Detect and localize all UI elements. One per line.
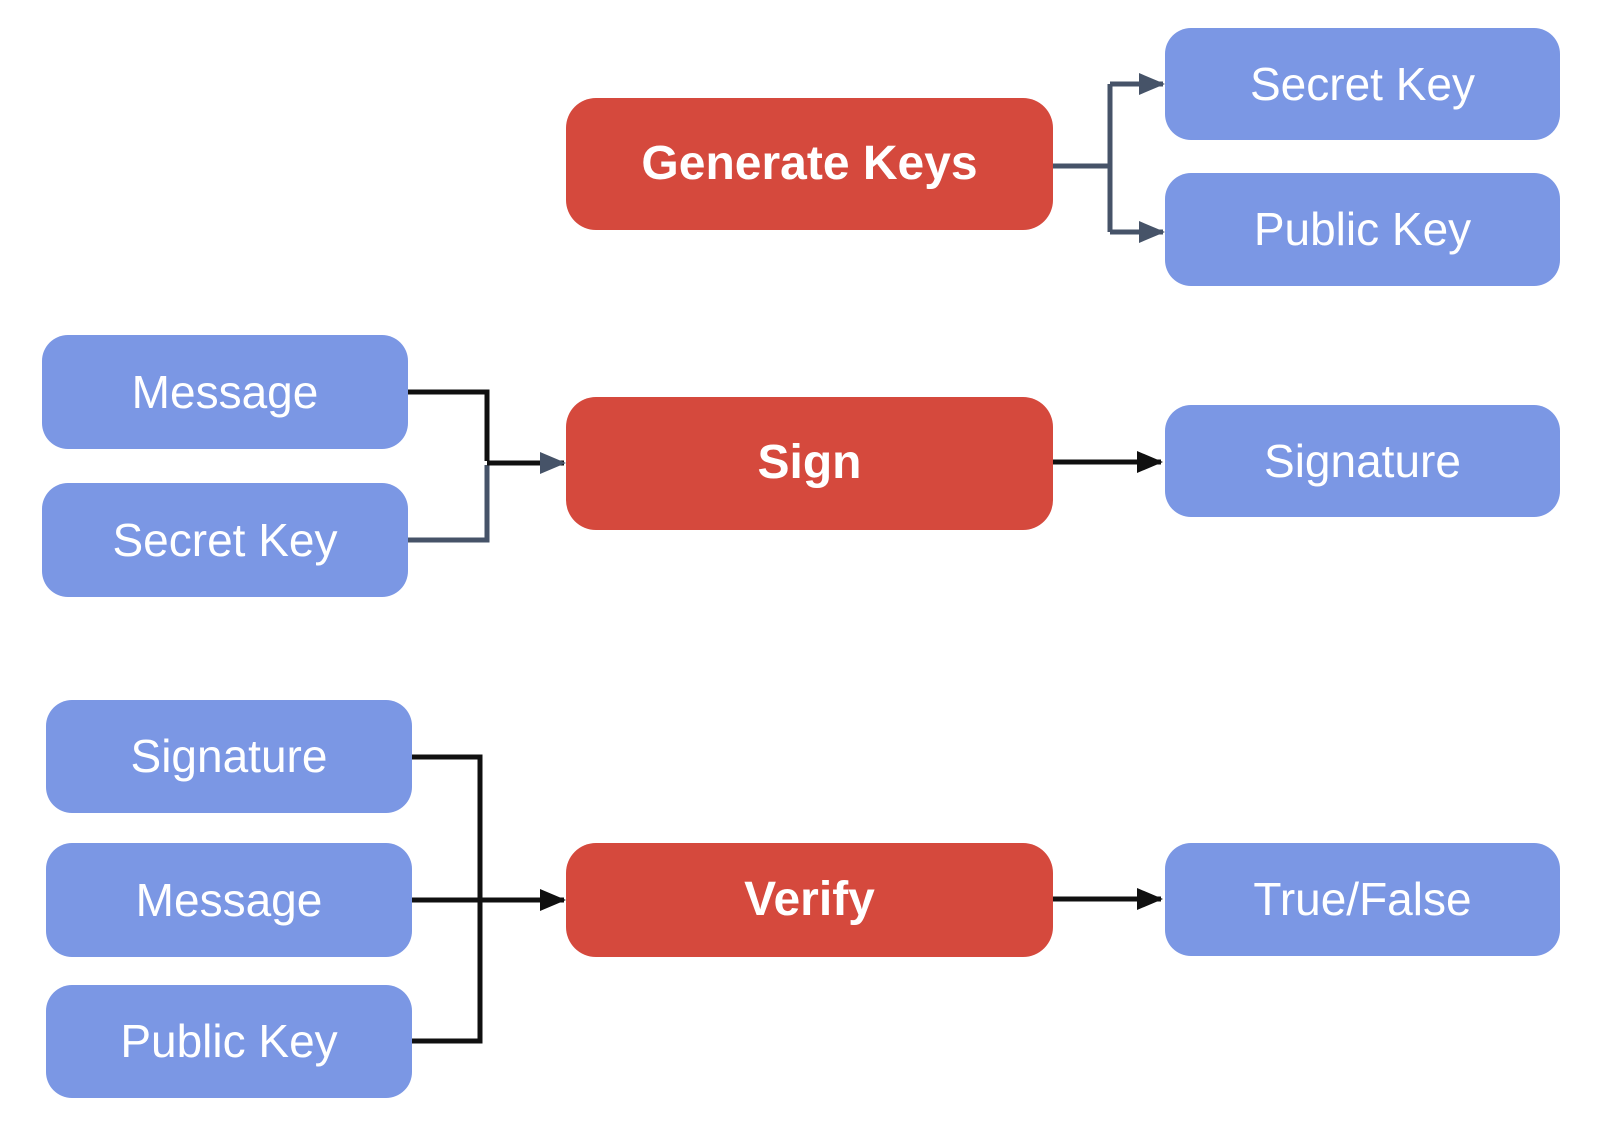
node-verify-label: Verify (744, 872, 875, 926)
node-public-key-verify-input: Public Key (46, 985, 412, 1098)
node-message-verify-input: Message (46, 843, 412, 957)
node-signature-verify-input: Signature (46, 700, 412, 813)
node-verify: Verify (566, 843, 1053, 957)
node-message-sign-input: Message (42, 335, 408, 449)
node-secret-key-sign-input: Secret Key (42, 483, 408, 597)
edge-message-to-sign-elbow (408, 389, 490, 461)
edge-secret-key-to-sign-elbow (408, 465, 490, 543)
node-secret-key-output: Secret Key (1165, 28, 1560, 140)
node-public-key-output-label: Public Key (1253, 203, 1472, 256)
node-true-false-label: True/False (1253, 873, 1472, 926)
node-signature-verify-input-label: Signature (130, 730, 328, 783)
node-generate-keys-label: Generate Keys (641, 136, 978, 190)
node-secret-key-sign-input-label: Secret Key (112, 513, 338, 566)
node-generate-keys: Generate Keys (566, 98, 1053, 230)
node-message-sign-input-label: Message (131, 365, 319, 418)
node-signature-output: Signature (1165, 405, 1560, 517)
node-message-verify-input-label: Message (135, 873, 323, 926)
node-secret-key-output-label: Secret Key (1250, 57, 1475, 110)
node-true-false: True/False (1165, 843, 1560, 956)
node-sign-label: Sign (757, 436, 862, 490)
node-signature-output-label: Signature (1264, 434, 1461, 487)
node-public-key-output: Public Key (1165, 173, 1560, 286)
node-sign: Sign (566, 397, 1053, 530)
node-public-key-verify-input-label: Public Key (120, 1015, 338, 1068)
